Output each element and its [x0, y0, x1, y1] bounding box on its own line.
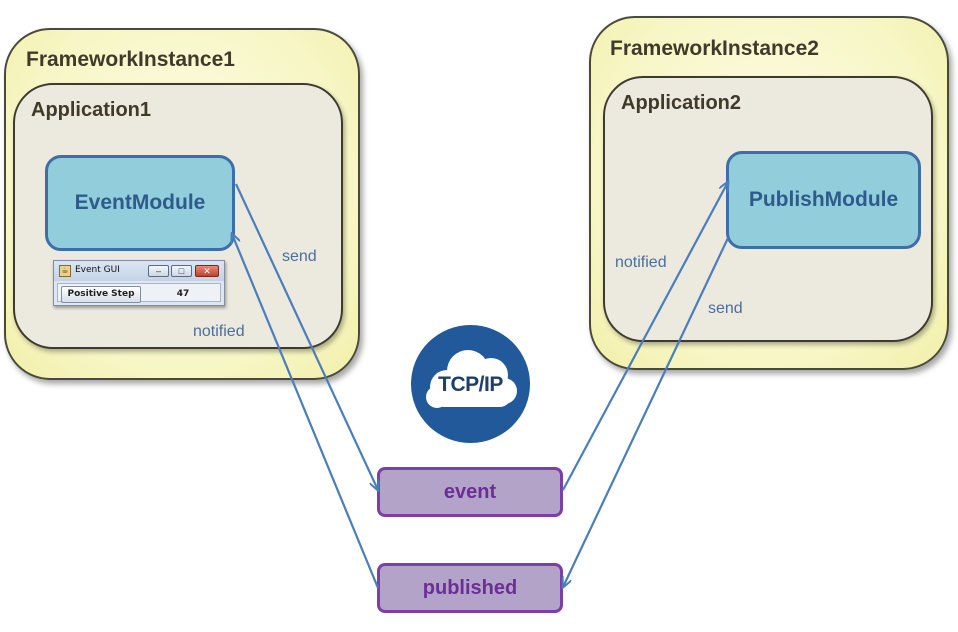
arrow-publish-module-to-published	[563, 237, 729, 587]
event-module[interactable]: EventModule	[45, 155, 235, 251]
event-gui-title: Event GUI	[75, 265, 120, 275]
event-gui-body: Positive Step 47	[57, 283, 221, 303]
step-value: 47	[176, 289, 190, 299]
right-notified-label: notified	[615, 254, 667, 271]
arrow-published-to-event-module	[232, 234, 380, 589]
published-topic[interactable]: published	[377, 563, 563, 613]
event-topic[interactable]: event	[377, 467, 563, 517]
application-2-title: Application2	[621, 92, 742, 114]
java-icon: ☕	[59, 265, 71, 277]
cloud-icon	[426, 350, 517, 408]
framework-instance-2-title: FrameworkInstance2	[610, 37, 819, 60]
publish-module[interactable]: PublishModule	[726, 151, 921, 249]
application-1-title: Application1	[31, 99, 152, 121]
left-send-label: send	[282, 248, 317, 265]
arrow-event-module-to-event	[235, 183, 378, 490]
tcp-ip-badge: TCP/IP	[411, 325, 530, 443]
positive-step-button[interactable]: Positive Step	[61, 286, 141, 303]
close-icon[interactable]: ✕	[195, 265, 219, 277]
right-send-label: send	[708, 300, 743, 317]
event-gui-titlebar: ☕ Event GUI – □ ✕	[54, 261, 224, 281]
tcp-ip-label: TCP/IP	[438, 373, 503, 396]
event-gui-window: ☕ Event GUI – □ ✕ Positive Step 47	[53, 260, 225, 306]
arrow-event-to-publish-module	[562, 182, 728, 491]
left-notified-label: notified	[193, 323, 245, 340]
maximize-icon[interactable]: □	[171, 265, 192, 277]
minimize-icon[interactable]: –	[148, 265, 169, 277]
framework-instance-1-title: FrameworkInstance1	[26, 48, 235, 71]
